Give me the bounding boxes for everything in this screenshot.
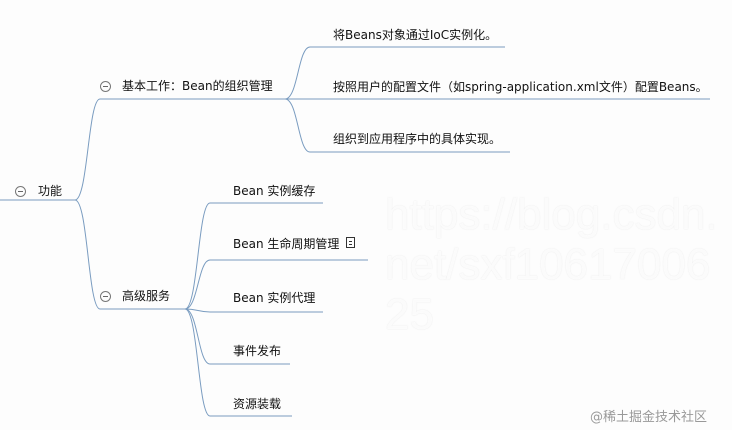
minus-circle-icon[interactable] — [100, 81, 111, 92]
credit-watermark: @稀土掘金技术社区 — [590, 410, 708, 425]
branch-node-basic[interactable]: 基本工作：Bean的组织管理 — [122, 79, 273, 93]
branch-node-advanced[interactable]: 高级服务 — [122, 289, 171, 303]
connector-root-branch2 — [74, 199, 185, 310]
leaf-node[interactable]: 按照用户的配置文件（如spring-application.xml文件）配置Be… — [333, 80, 708, 94]
leaf-node[interactable]: 将Beans对象通过IoC实例化。 — [333, 28, 498, 42]
leaf-node[interactable]: Bean 实例代理 — [233, 291, 316, 305]
leaf-node[interactable]: 组织到应用程序中的具体实现。 — [333, 132, 502, 146]
minus-circle-icon[interactable] — [100, 291, 111, 302]
leaf-node[interactable]: 资源装载 — [233, 397, 282, 411]
minus-circle-icon[interactable] — [15, 186, 26, 197]
leaf-node[interactable]: 事件发布 — [233, 344, 282, 358]
root-node[interactable]: 功能 — [38, 184, 63, 198]
connector-b2-c4 — [184, 308, 290, 365]
watermark: https://blog.csdn.net/sxf1061700625 — [385, 190, 718, 339]
connector-root-branch1 — [74, 98, 285, 201]
connector-b2-c2 — [184, 259, 368, 310]
connector-b2-c1 — [184, 202, 323, 310]
leaf-node[interactable]: Bean 生命周期管理 — [233, 237, 340, 251]
connector-b2-c5 — [184, 308, 292, 417]
connector-b1-c1 — [284, 46, 505, 100]
leaf-node[interactable]: Bean 实例缓存 — [233, 184, 316, 198]
connector-b1-c3 — [284, 98, 510, 153]
connector-b2-c3 — [184, 308, 323, 313]
note-icon[interactable] — [346, 237, 355, 248]
